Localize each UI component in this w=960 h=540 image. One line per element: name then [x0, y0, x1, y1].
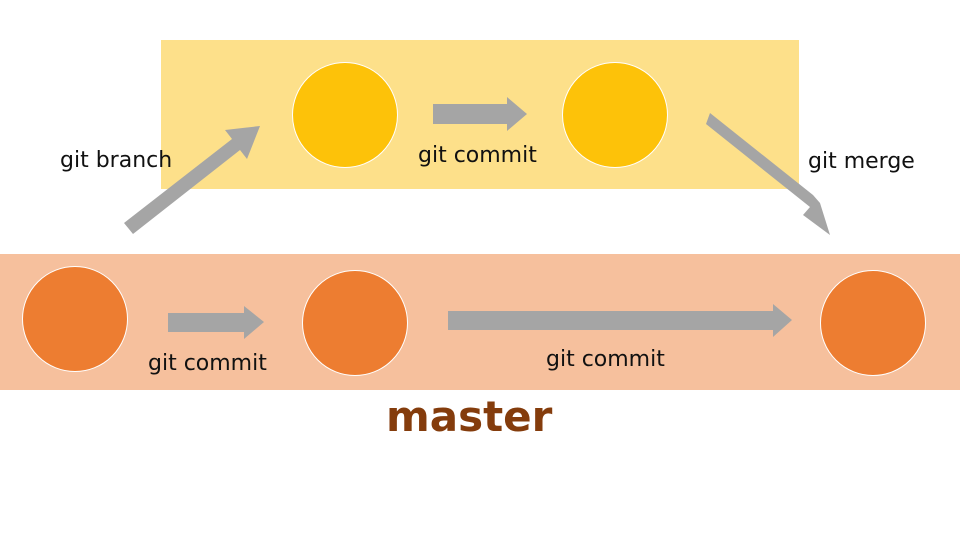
- merge-arrow: [706, 113, 830, 235]
- master-commit-node-2: [302, 270, 408, 376]
- master-commit-arrow-1: [168, 306, 264, 339]
- master-branch-label: master: [386, 392, 553, 441]
- master-commit-arrow-2: [448, 304, 792, 337]
- branch-commit-node-1: [292, 62, 398, 168]
- master-commit-node-3: [820, 270, 926, 376]
- git-branch-label: git branch: [60, 148, 173, 173]
- master-commit-node-1: [22, 266, 128, 372]
- master-commit-label-2: git commit: [546, 347, 665, 372]
- branch-arrow: [124, 126, 260, 234]
- master-commit-label-1: git commit: [148, 351, 267, 376]
- branch-commit-arrow: [433, 97, 527, 131]
- git-merge-label: git merge: [808, 149, 915, 174]
- branch-commit-label: git commit: [418, 143, 537, 168]
- branch-commit-node-2: [562, 62, 668, 168]
